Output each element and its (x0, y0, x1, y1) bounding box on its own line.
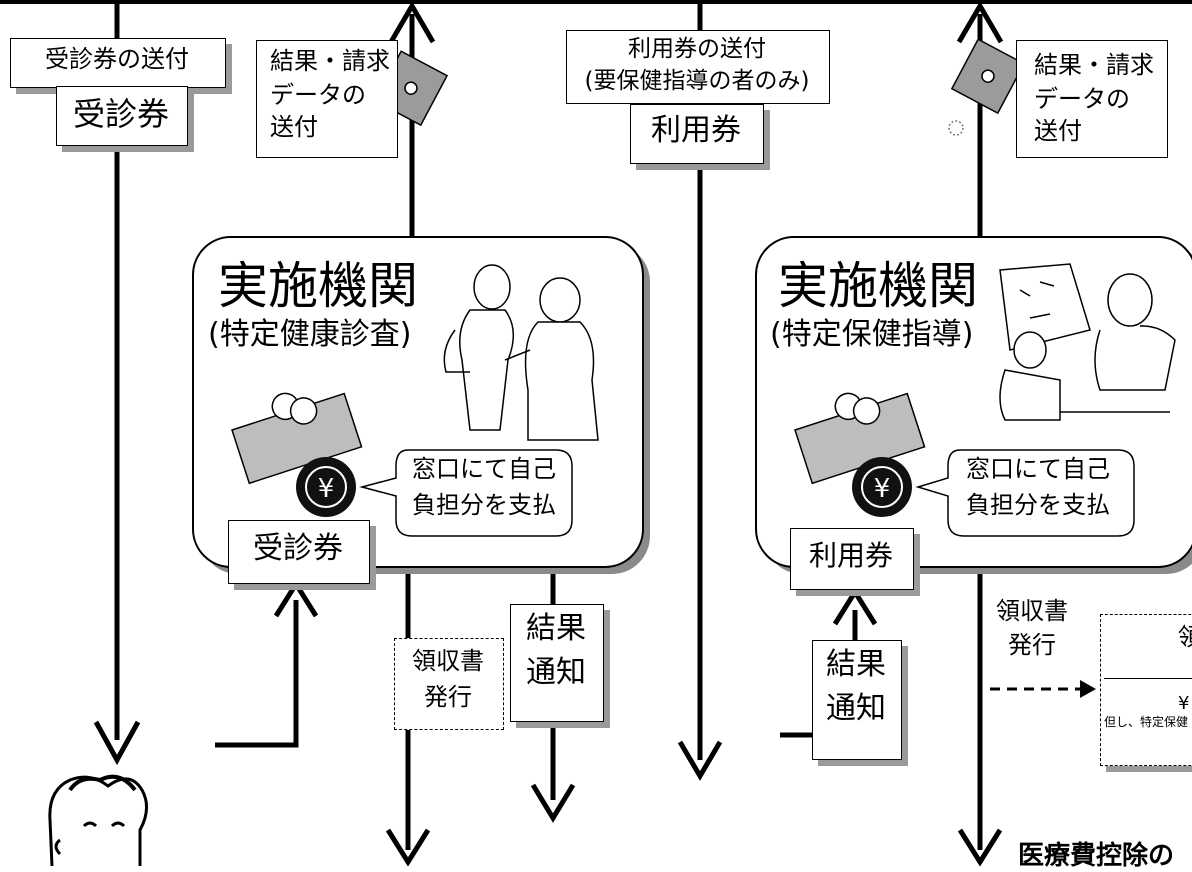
usage-send-line-1: 利用券の送付 (628, 36, 766, 62)
result-up-arrowhead (388, 1, 436, 44)
banknote-icon (794, 392, 926, 485)
result-send-line-1: 結果・請求 (270, 47, 390, 75)
right-result-send-line-3: 送付 (1034, 117, 1082, 145)
result-send-line-2: データの (270, 81, 366, 109)
right-receipt-label-line-2: 発行 (1008, 631, 1056, 659)
receipt-label-box (394, 638, 504, 730)
banknote-icon (231, 392, 363, 485)
ticket-label-right: 利用券 (808, 539, 893, 572)
institution-title-right: 実施機関 (778, 257, 978, 315)
receipt-dashed-arrowhead (1080, 680, 1096, 698)
payment-bubble-right-line-1: 窓口にて自己 (966, 455, 1110, 483)
health-guidance-illustration (999, 263, 1176, 421)
voucher-ticket-label: 受診券 (72, 95, 169, 133)
right-result-notice-card (812, 640, 902, 760)
receipt-card-rule (1104, 678, 1192, 679)
right-result-notice-line-1: 結果 (826, 647, 886, 682)
receipt-card-amount: ¥ (1178, 693, 1190, 714)
usage-ticket-label: 利用券 (651, 113, 741, 148)
voucher-send-label: 受診券の送付 (45, 45, 189, 73)
voucher-down-arrowhead (93, 720, 141, 766)
ticket-label-left: 受診券 (253, 531, 343, 566)
receipt-label-line-2: 発行 (424, 683, 472, 711)
institution-subtitle-right: (特定保健指導) (770, 317, 974, 352)
receipt-card-note: 但し、特定保健 (1104, 715, 1189, 729)
voucher-ticket-card (56, 86, 188, 146)
yen-coin-icon: ¥ (852, 457, 912, 517)
institution-subtitle-left: (特定健康診査) (208, 317, 412, 352)
right-result-send-label-box (1016, 40, 1168, 158)
institution-title-left: 実施機関 (218, 257, 418, 315)
health-checkup-illustration (443, 264, 599, 441)
right-receipt-down-arrowhead (957, 828, 1003, 866)
svg-text:¥: ¥ (318, 474, 335, 504)
result-send-label-box (256, 40, 398, 158)
payment-bubble-left-line-2: 負担分を支払 (412, 491, 556, 519)
receipt-down-arrowhead (385, 828, 431, 866)
usage-send-label-box (566, 30, 830, 104)
ticket-up-arrowhead (273, 579, 319, 618)
result-send-line-3: 送付 (270, 113, 318, 141)
svg-text:¥: ¥ (874, 474, 891, 504)
payment-bubble-right-line-2: 負担分を支払 (966, 491, 1110, 519)
result-notice-line-2: 通知 (526, 655, 586, 690)
result-notice-line-1: 結果 (526, 611, 586, 646)
speech-bubble-right (915, 449, 1135, 537)
receipt-card (1100, 614, 1192, 766)
notice-down-arrowhead (530, 783, 576, 823)
usage-ticket-card (630, 104, 764, 164)
right-result-notice-line-2: 通知 (826, 691, 886, 726)
ticket-up-path (215, 600, 299, 748)
right-result-send-line-1: 結果・請求 (1034, 51, 1154, 79)
right-ticket-up-arrowhead (832, 587, 878, 626)
usage-down-arrowhead (677, 740, 723, 781)
right-receipt-label-line-1: 領収書 (996, 597, 1068, 625)
result-notice-card (510, 604, 604, 722)
disk-hole-icon (948, 120, 964, 136)
usage-send-line-2: (要保健指導の者のみ) (584, 68, 810, 94)
bottom-caption: 医療費控除の (1018, 841, 1175, 871)
voucher-send-label-box (10, 38, 226, 88)
payment-bubble-left-line-1: 窓口にて自己 (412, 455, 556, 483)
receipt-card-header: 領 (1178, 623, 1192, 651)
right-result-up-arrowhead (956, 1, 1004, 44)
yen-coin-icon: ¥ (296, 457, 356, 517)
right-result-send-line-2: データの (1034, 85, 1130, 113)
ticket-card-right (790, 528, 914, 590)
speech-bubble-left (359, 449, 573, 537)
ticket-card-left (228, 520, 370, 584)
person-face-icon (48, 774, 148, 866)
floppy-disk-icon (950, 38, 1026, 115)
receipt-label-line-1: 領収書 (412, 647, 484, 675)
